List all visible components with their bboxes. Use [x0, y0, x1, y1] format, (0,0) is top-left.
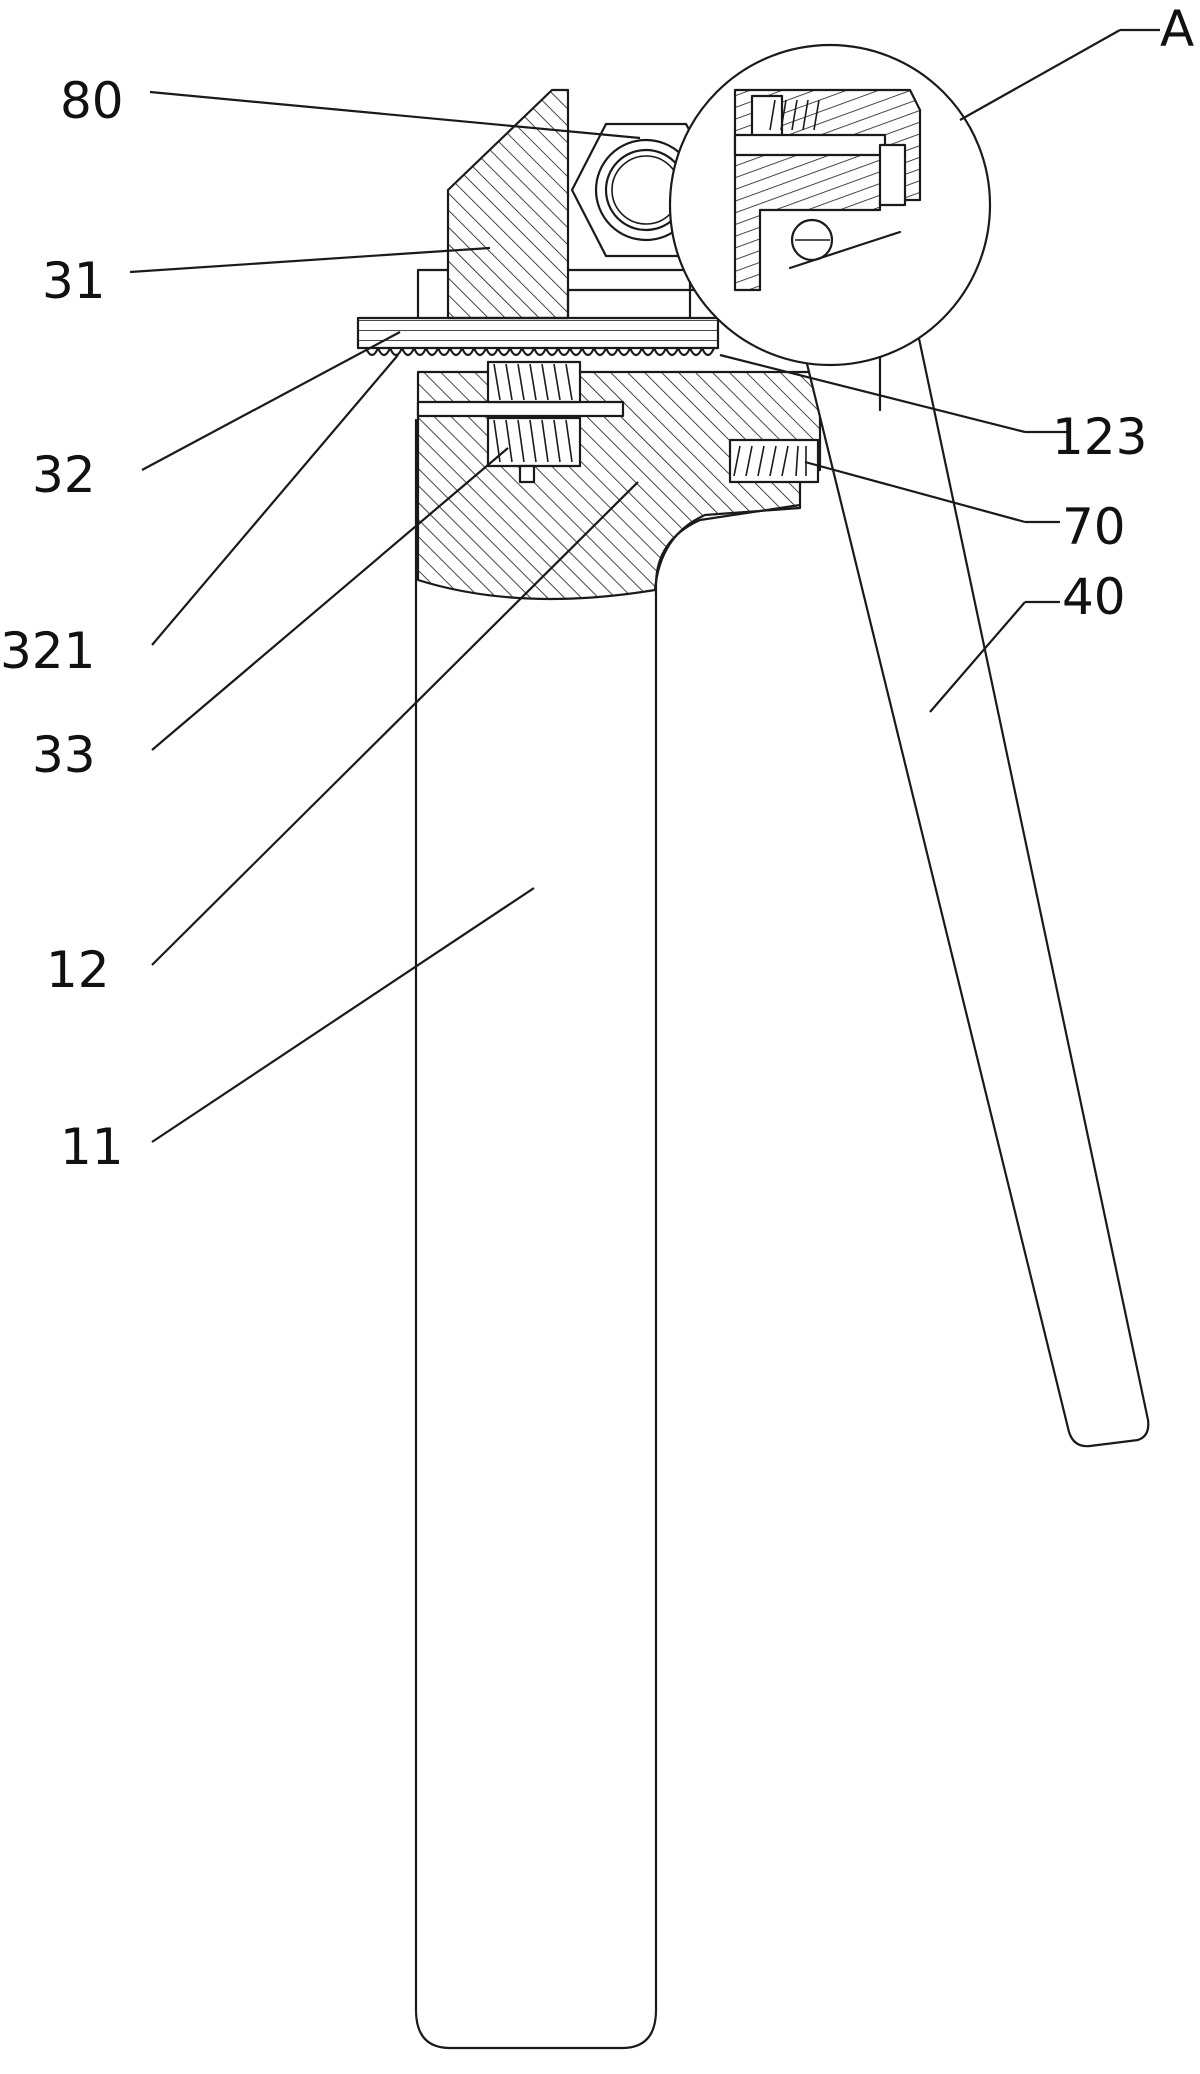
label-33: 33 [32, 726, 96, 784]
handle-body-11 [414, 418, 802, 2050]
label-32: 32 [32, 446, 96, 504]
movable-jaw-31 [446, 88, 570, 320]
label-11: 11 [60, 1118, 124, 1176]
label-80: 80 [60, 72, 124, 130]
label-321: 321 [0, 622, 95, 680]
label-31: 31 [42, 252, 106, 310]
rack-32 [356, 316, 720, 357]
label-70: 70 [1062, 498, 1126, 556]
label-a: A [1160, 0, 1194, 58]
detail-a [670, 45, 990, 365]
worm-gear-33 [486, 360, 582, 484]
label-123: 123 [1052, 408, 1147, 466]
worm-slot [416, 400, 625, 418]
spring-70 [728, 438, 820, 484]
label-12: 12 [46, 941, 110, 999]
label-40: 40 [1062, 568, 1126, 626]
detail-a-circle [668, 43, 992, 367]
leader-lines [129, 28, 1160, 1143]
